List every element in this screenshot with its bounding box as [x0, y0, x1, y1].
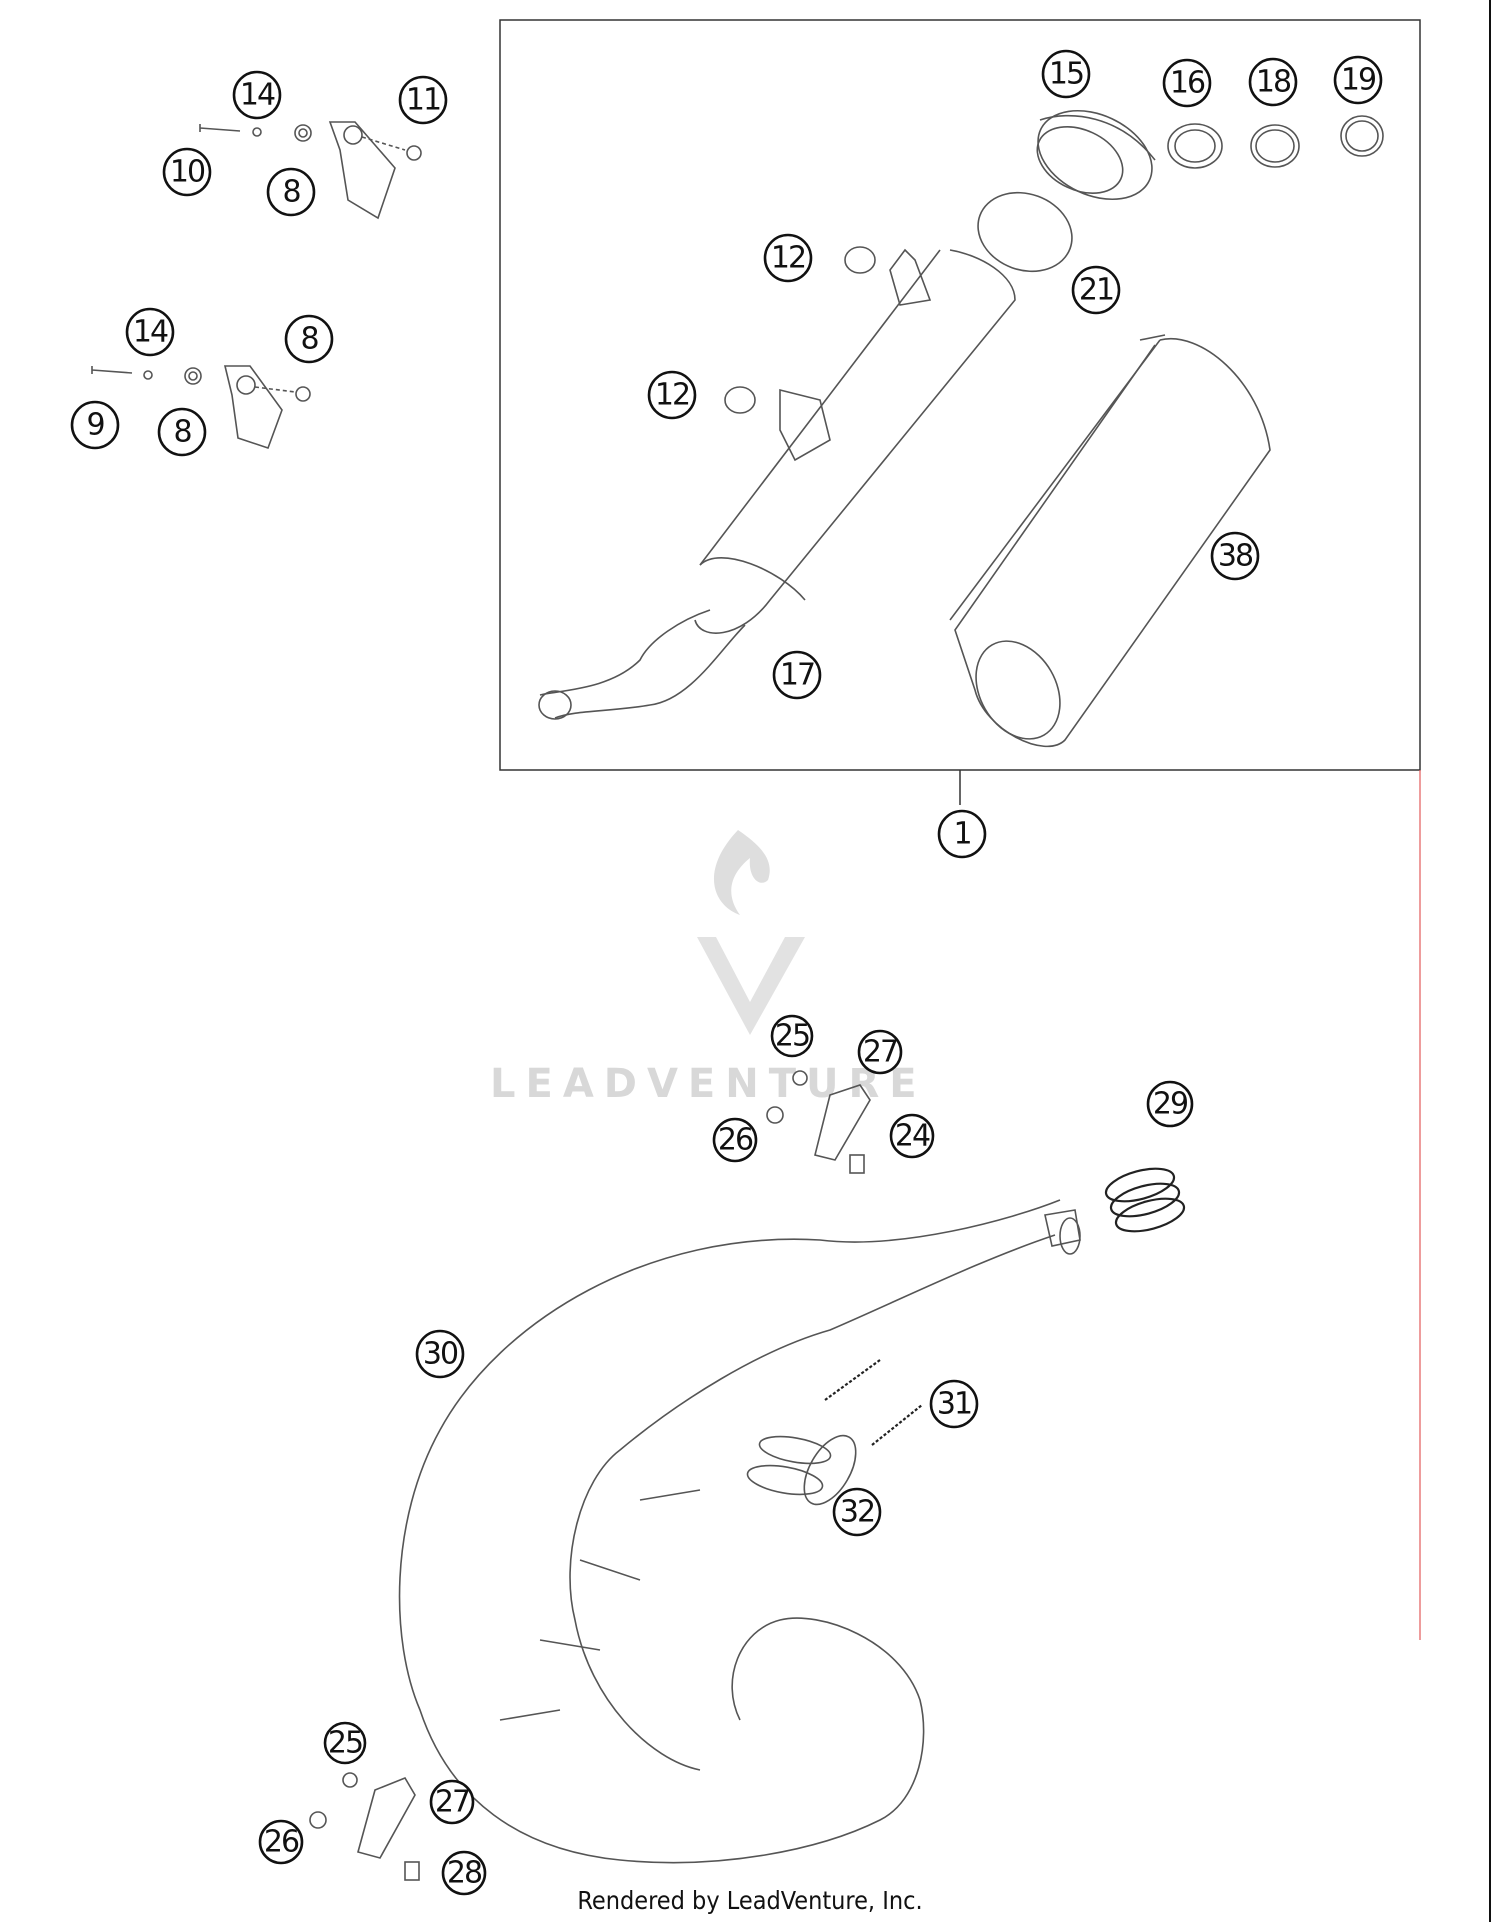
svg-text:31: 31	[937, 1387, 971, 1422]
lower-bracket-assembly	[91, 365, 311, 450]
callout: 18	[1248, 57, 1298, 107]
svg-text:16: 16	[1170, 66, 1205, 101]
callout: 27	[429, 1779, 475, 1825]
upper-holder-plate	[766, 1070, 871, 1174]
callout: 25	[770, 1014, 814, 1058]
watermark-v-logo-icon	[697, 937, 805, 1035]
callout: 1	[937, 809, 987, 859]
svg-text:8: 8	[173, 415, 191, 450]
callout: 30	[415, 1329, 465, 1379]
svg-text:26: 26	[718, 1123, 753, 1158]
callout: 25	[323, 1721, 367, 1765]
svg-text:14: 14	[240, 78, 275, 113]
callout: 10	[162, 147, 212, 197]
callout: 28	[441, 1850, 487, 1896]
svg-text:12: 12	[655, 378, 689, 413]
callout: 8	[266, 167, 316, 217]
svg-text:30: 30	[423, 1337, 458, 1372]
callout: 21	[1071, 265, 1121, 315]
callout: 17	[772, 650, 822, 700]
sealing-rings	[1167, 115, 1384, 169]
exhaust-pipe	[398, 1199, 1081, 1864]
rubber-sleeve-29	[1104, 1167, 1186, 1233]
svg-text:11: 11	[406, 83, 440, 118]
callout: 31	[929, 1379, 979, 1429]
sealing-rings-32	[746, 1435, 832, 1496]
svg-text:17: 17	[780, 658, 814, 693]
svg-text:19: 19	[1341, 63, 1375, 98]
rendered-by-footer: Rendered by LeadVenture, Inc.	[577, 1886, 923, 1915]
o-ring-21	[977, 191, 1073, 273]
callout: 26	[712, 1117, 758, 1163]
svg-text:12: 12	[771, 241, 805, 276]
svg-text:9: 9	[86, 408, 103, 443]
callout: 19	[1333, 55, 1383, 105]
callout: 26	[258, 1819, 304, 1865]
callout: 38	[1210, 531, 1260, 581]
svg-text:25: 25	[775, 1019, 809, 1054]
callout: 27	[857, 1029, 903, 1075]
svg-text:15: 15	[1049, 57, 1083, 92]
callout: 12	[647, 370, 697, 420]
watermark-text: LEADVENTURE	[490, 1061, 927, 1107]
svg-text:29: 29	[1153, 1087, 1187, 1122]
callout: 8	[157, 407, 207, 457]
callout: 12	[763, 233, 813, 283]
lower-holder-plate	[309, 1772, 420, 1881]
heat-shield	[949, 334, 1271, 748]
callout: 11	[398, 75, 448, 125]
callout: 8	[284, 314, 334, 364]
svg-text:10: 10	[170, 155, 205, 190]
svg-text:32: 32	[840, 1495, 874, 1530]
callout: 14	[232, 70, 282, 120]
svg-text:25: 25	[328, 1726, 362, 1761]
svg-text:26: 26	[264, 1825, 299, 1860]
callout: 14	[125, 307, 175, 357]
callout: 9	[70, 400, 120, 450]
silencer-body	[538, 246, 1016, 720]
svg-text:1: 1	[953, 817, 970, 852]
callout: 32	[832, 1487, 882, 1537]
silencer-end-cap	[1036, 109, 1156, 201]
svg-text:14: 14	[133, 315, 168, 350]
svg-text:24: 24	[895, 1119, 930, 1154]
svg-text:38: 38	[1218, 539, 1253, 574]
leadventure-watermark: LEADVENTURE	[490, 830, 927, 1107]
svg-text:28: 28	[447, 1856, 482, 1891]
muffler-assembly-frame	[499, 0, 1491, 1922]
springs	[824, 1359, 923, 1446]
callout: 29	[1146, 1080, 1194, 1128]
svg-text:27: 27	[435, 1785, 469, 1820]
upper-bracket-assembly	[199, 121, 422, 220]
watermark-flame-icon	[713, 830, 770, 915]
svg-text:21: 21	[1079, 273, 1113, 308]
svg-text:8: 8	[300, 322, 318, 357]
svg-text:8: 8	[282, 175, 300, 210]
callout: 16	[1162, 58, 1212, 108]
svg-text:27: 27	[863, 1035, 897, 1070]
callout: 15	[1041, 49, 1091, 99]
svg-text:18: 18	[1256, 65, 1291, 100]
callout: 24	[889, 1113, 935, 1159]
